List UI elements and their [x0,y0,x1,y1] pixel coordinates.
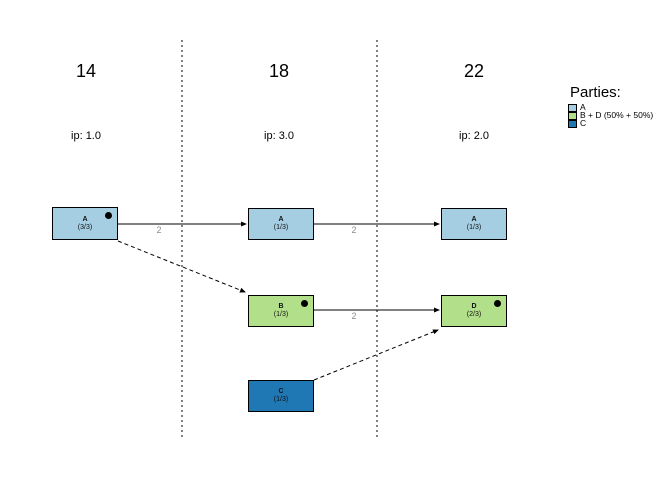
node-party-label: A [278,216,284,223]
node-share-label: (1/3) [273,311,289,318]
seat-dot-icon [494,300,501,307]
node-party-label: D [471,303,477,310]
legend-label-b-d: B + D (50% + 50%) [580,110,654,120]
edge-weight-label: 2 [351,311,357,321]
node-party-c-period-18: C (1/3) [248,380,314,412]
seat-dot-icon [105,212,112,219]
legend-title: Parties: [570,84,621,101]
edge-weight-label: 2 [156,225,162,235]
legend-label-c: C [580,118,587,128]
node-party-a-period-22: A (1/3) [441,208,507,240]
node-party-b-period-18: B (1/3) [248,295,314,327]
seat-dot-icon [301,300,308,307]
node-share-label: (1/3) [466,224,482,231]
edge-weight-label: 2 [351,225,357,235]
node-share-label: (3/3) [77,223,93,231]
legend-label-a: A [580,102,586,112]
node-share-label: (1/3) [273,396,289,403]
node-party-label: C [278,388,284,395]
edge-a14-b18-dashed [117,240,246,293]
period-header-18: 18 [268,61,290,81]
node-party-label: A [471,216,477,223]
node-party-label: A [82,215,88,223]
period-header-14: 14 [75,61,97,81]
legend-swatch-b-d [568,112,577,120]
legend-swatch-c [568,120,577,128]
node-share-label: (1/3) [273,224,289,231]
ip-label-18: ip: 3.0 [264,130,294,142]
ip-label-22: ip: 2.0 [459,130,489,142]
period-header-22: 22 [463,61,485,81]
node-party-label: B [278,303,284,310]
node-party-a-period-18: A (1/3) [248,208,314,240]
node-party-a-period-14: A (3/3) [52,207,118,240]
node-share-label: (2/3) [466,311,482,318]
node-party-d-period-22: D (2/3) [441,295,507,327]
edge-c18-d22-dashed [313,329,439,381]
legend-swatch-a [568,104,577,112]
ip-label-14: ip: 1.0 [71,130,101,142]
